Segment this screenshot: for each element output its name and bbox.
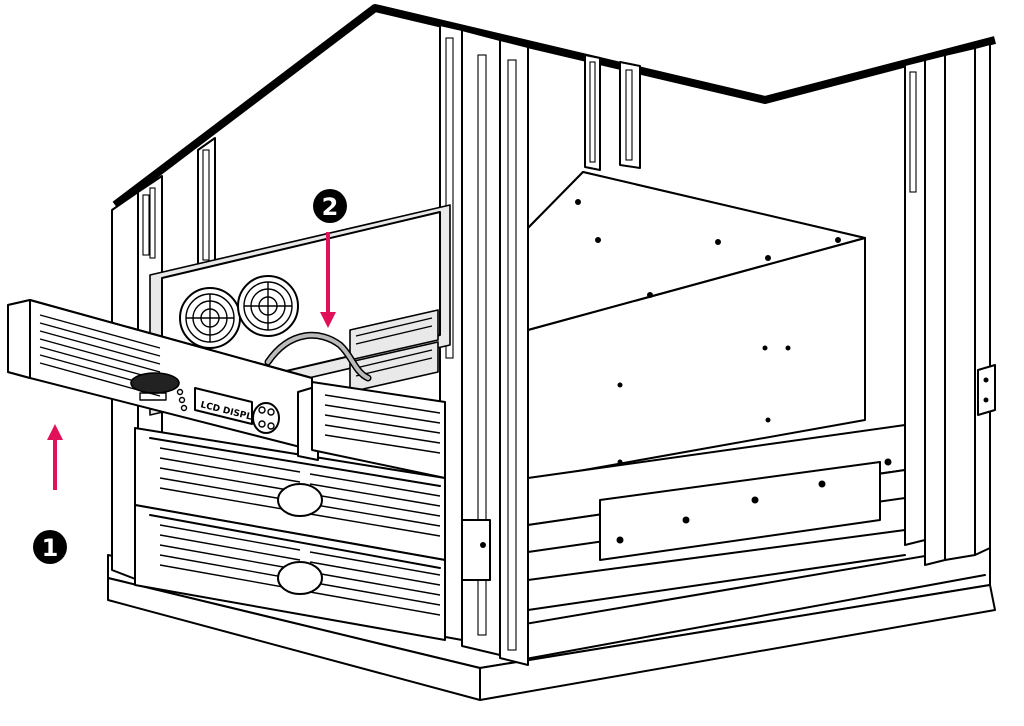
status-leds — [176, 388, 188, 412]
ups-front-face — [311, 381, 446, 479]
fan-right — [237, 275, 299, 337]
battery-module-lower — [134, 504, 446, 641]
vent-slats-upper — [159, 447, 441, 537]
bezel-vent-slats — [39, 314, 161, 397]
rear-connectors — [349, 309, 439, 393]
callout-1: 1 — [33, 530, 67, 564]
right-cabinet-side — [924, 43, 996, 566]
fan-left — [179, 287, 241, 349]
callout-2: 2 — [313, 189, 347, 223]
control-buttons[interactable] — [252, 402, 280, 434]
callout-2-label: 2 — [322, 193, 339, 221]
vent-slats-lower — [159, 524, 441, 616]
rear-rack-posts — [584, 54, 926, 546]
cabinet-roof — [112, 4, 997, 209]
mounting-rail — [527, 424, 906, 611]
center-rack-posts — [439, 24, 529, 666]
bezel-logo — [130, 372, 180, 401]
interface-cable — [264, 331, 372, 382]
callout-1-label: 1 — [42, 534, 59, 562]
equipment-box — [527, 171, 866, 481]
